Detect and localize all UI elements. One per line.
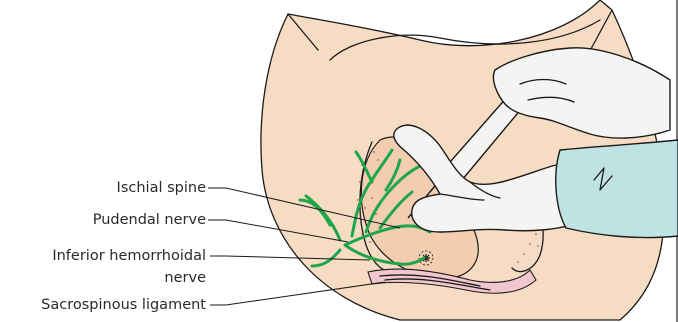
- label-inferior-hemorrhoidal-nerve: nerve: [164, 270, 206, 286]
- label-sacrospinous-ligament: Sacrospinous ligament: [41, 297, 206, 313]
- sleeve-cuff: [556, 140, 678, 238]
- label-inferior-hemorrhoidal: Inferior hemorrhoidal: [52, 248, 206, 264]
- label-ischial-spine: Ischial spine: [117, 180, 207, 196]
- label-pudendal-nerve: Pudendal nerve: [93, 212, 206, 228]
